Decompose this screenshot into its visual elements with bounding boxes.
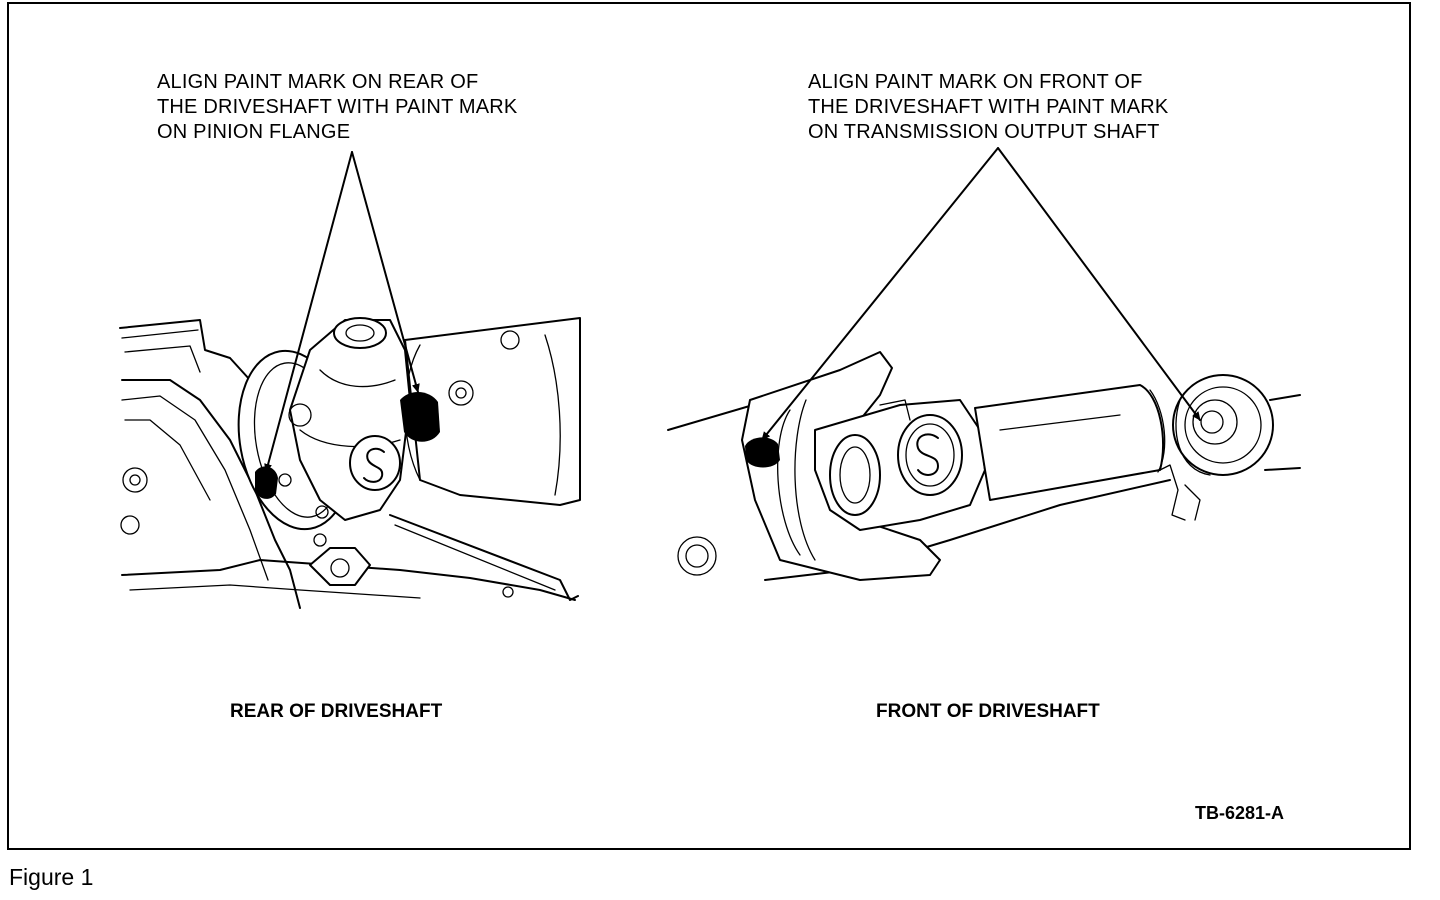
front-callout: ALIGN PAINT MARK ON FRONT OF THE DRIVESH…	[808, 70, 1168, 145]
front-callout-line: THE DRIVESHAFT WITH PAINT MARK	[808, 96, 1169, 118]
rear-callout-line: ALIGN PAINT MARK ON REAR OF	[157, 71, 479, 93]
rear-callout: ALIGN PAINT MARK ON REAR OF THE DRIVESHA…	[157, 70, 517, 145]
front-callout-line: ALIGN PAINT MARK ON FRONT OF	[808, 71, 1143, 93]
front-callout-line: ON TRANSMISSION OUTPUT SHAFT	[808, 121, 1160, 143]
front-of-driveshaft-caption: FRONT OF DRIVESHAFT	[876, 701, 1100, 722]
rear-driveshaft-illustration	[119, 151, 581, 609]
figure-label: Figure 1	[9, 864, 94, 890]
front-driveshaft-illustration	[667, 147, 1301, 581]
rear-of-driveshaft-caption: REAR OF DRIVESHAFT	[230, 701, 443, 722]
figure-code: TB-6281-A	[1195, 803, 1285, 823]
rear-callout-line: ON PINION FLANGE	[157, 121, 351, 143]
figure-frame	[7, 2, 1411, 850]
rear-callout-line: THE DRIVESHAFT WITH PAINT MARK	[157, 96, 518, 118]
